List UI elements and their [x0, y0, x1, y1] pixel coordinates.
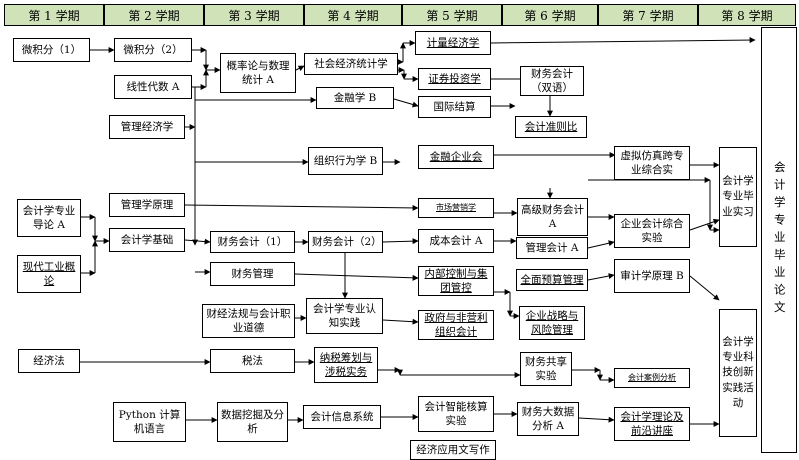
course-org-behavior: 组织行为学 B — [308, 147, 383, 175]
course-securities: 证券投资学 — [418, 68, 491, 90]
connector-arrow-43 — [689, 275, 720, 301]
course-fin-acct2: 财务会计（2） — [308, 231, 383, 253]
connector-arrow-25 — [184, 204, 419, 211]
course-cost-acct: 成本会计 A — [418, 229, 494, 253]
semester-header-1: 第 1 学期 — [4, 4, 104, 26]
course-fin-regulation: 财经法规与会计职业道德 — [202, 304, 295, 338]
course-fin-mgmt: 财务管理 — [210, 262, 295, 286]
connector-arrow-65 — [578, 416, 615, 423]
course-adv-fin-acct: 高级财务会计 A — [517, 198, 588, 236]
course-strategy-risk: 企业战略与风险管理 — [519, 306, 585, 340]
course-thesis: 会计学专业毕业论文 — [761, 27, 797, 453]
semester-header-6: 第 6 学期 — [502, 4, 598, 26]
semester-header-4: 第 4 学期 — [304, 4, 402, 26]
course-econometrics: 计量经济学 — [415, 31, 491, 55]
course-theory-frontier: 会计学理论及前沿讲座 — [614, 407, 690, 441]
semester-header-2: 第 2 学期 — [104, 4, 204, 26]
connector-arrow-49 — [382, 318, 419, 325]
connector-arrow-33 — [382, 238, 419, 245]
course-cognition-practice: 会计学专业认知实践 — [306, 298, 383, 334]
course-linear-algebra: 线性代数 A — [114, 75, 192, 99]
course-acct-info-sys: 会计信息系统 — [303, 405, 381, 429]
connector-arrow-6 — [295, 65, 305, 72]
course-python: Python 计算机语言 — [113, 402, 186, 442]
course-calc2: 微积分（2） — [114, 38, 192, 62]
course-smart-audit: 会计智能核算实验 — [418, 396, 494, 432]
connector-arrow-47 — [294, 273, 419, 281]
semester-header-8: 第 8 学期 — [698, 4, 796, 26]
connector-arrow-31 — [184, 238, 211, 245]
course-budget-mgmt: 全面预算管理 — [516, 269, 588, 291]
course-case-analysis: 会计案例分析 — [614, 368, 690, 388]
course-applied-writing: 经济应用文写作 — [410, 440, 496, 460]
course-shared-services: 财务共享实验 — [520, 352, 572, 386]
course-fin-enterprise: 金融企业会 — [418, 145, 494, 169]
course-virtual-sim: 虚拟仿真跨专业综合实 — [614, 146, 690, 180]
connector-arrow-42 — [689, 218, 720, 231]
course-fin-acct1: 财务会计（1） — [210, 231, 295, 253]
course-intl-settlement: 国际结算 — [418, 96, 491, 118]
course-tax-planning: 纳税筹划与涉税实务 — [314, 347, 378, 383]
course-ent-acct-lab: 企业会计综合实验 — [614, 214, 690, 248]
course-prob-stat: 概率论与数理统计 A — [220, 53, 296, 93]
course-gov-nonprofit: 政府与非营利组织会计 — [418, 310, 494, 340]
course-marketing: 市场营销学 — [418, 198, 494, 218]
course-audit-b: 审计学原理 B — [614, 259, 690, 293]
course-big-data: 财务大数据分析 A — [517, 402, 579, 436]
semester-header-7: 第 7 学期 — [598, 4, 698, 26]
course-mgmt-econ: 管理经济学 — [109, 115, 185, 139]
course-data-mining: 数据挖掘及分析 — [217, 402, 288, 442]
course-acct-english: 财务会计（双语） — [520, 66, 584, 96]
course-intro-accounting: 会计学专业导论 A — [17, 199, 81, 237]
course-calc1: 微积分（1） — [13, 38, 90, 62]
course-mgmt-acct: 管理会计 A — [516, 237, 588, 259]
course-mgmt-principles: 管理学原理 — [109, 193, 185, 217]
course-accounting-basics: 会计学基础 — [109, 228, 185, 252]
semester-header-3: 第 3 学期 — [204, 4, 304, 26]
course-grad-internship: 会计学专业毕业实习 — [719, 147, 757, 247]
course-sci-tech-practice: 会计学专业科技创新实践活动 — [719, 309, 757, 437]
course-econ-stat: 社会经济统计学 — [304, 53, 398, 75]
semester-header-5: 第 5 学期 — [402, 4, 502, 26]
connector-arrow-14 — [393, 98, 419, 108]
course-acct-standards: 会计准则比 — [515, 116, 587, 138]
course-internal-control: 内部控制与集团管控 — [418, 266, 494, 296]
connector-arrow-38 — [587, 273, 615, 281]
course-finance-b: 金融学 B — [316, 87, 394, 109]
course-economic-law: 经济法 — [18, 349, 80, 373]
connector-arrow-37 — [587, 240, 615, 249]
course-modern-industry: 现代工业概论 — [17, 255, 81, 293]
connector-arrow-10 — [490, 37, 756, 44]
course-tax-law: 税法 — [210, 349, 295, 373]
